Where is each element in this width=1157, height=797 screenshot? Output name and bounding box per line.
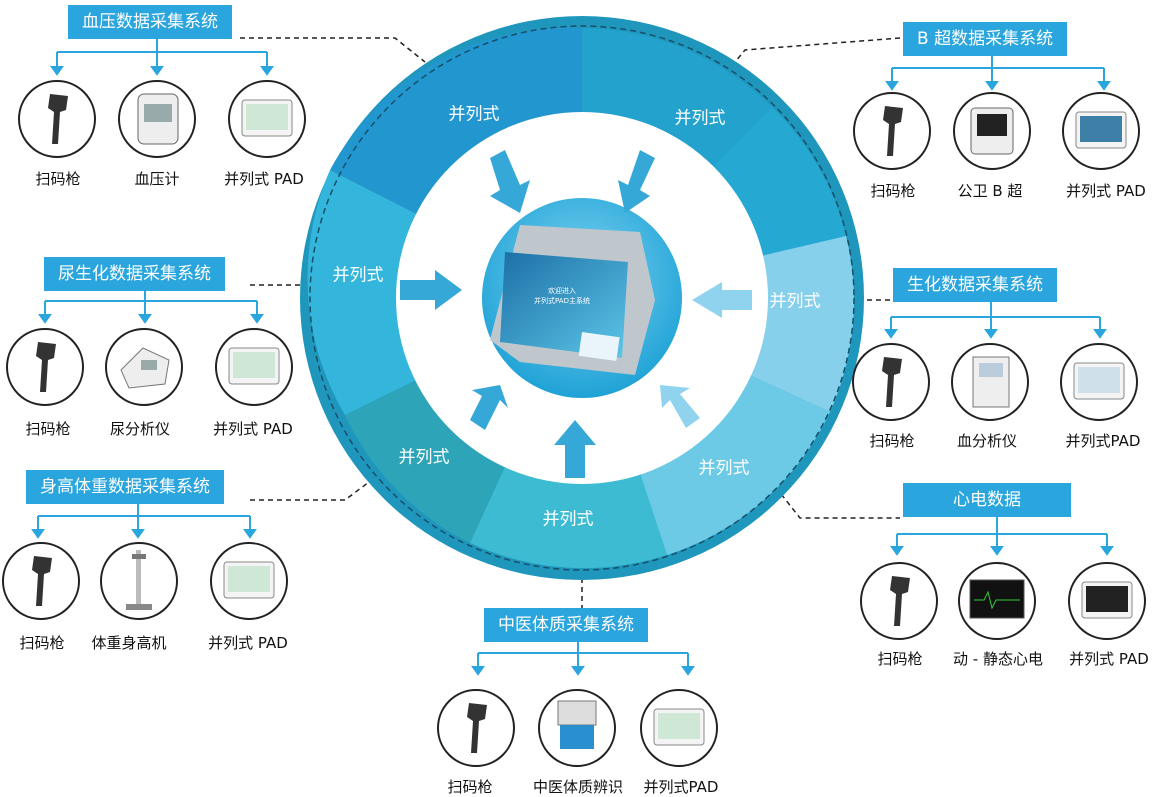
ecg-monitor-icon — [958, 562, 1036, 640]
barcode-scanner-icon — [6, 328, 84, 406]
ring-label-right: 并列式 — [769, 291, 821, 312]
barcode-scanner-icon — [852, 343, 930, 421]
barcode-scanner-icon — [860, 562, 938, 640]
barcode-scanner-icon — [437, 689, 515, 767]
ecg-device-label-2: 动 - 静态心电 — [953, 650, 1043, 668]
bp-branch-lines — [50, 37, 274, 76]
tcm-branch-lines — [471, 640, 695, 676]
barcode-scanner-icon — [853, 92, 931, 170]
bus-system-title: B 超数据采集系统 — [903, 22, 1068, 56]
ring-dashed-border — [309, 25, 855, 571]
bio-device-label-2: 血分析仪 — [956, 432, 1018, 450]
bus-device-label-3: 并列式 PAD — [1066, 182, 1146, 200]
ecg-device-label-1: 扫码枪 — [877, 650, 923, 668]
ring-label-bottom-left: 并列式 — [398, 447, 450, 468]
bus-branch-lines — [885, 54, 1111, 91]
arrow-right — [692, 282, 752, 318]
svg-text:欢迎进入: 欢迎进入 — [548, 286, 576, 295]
inflow-arrows — [400, 150, 752, 478]
urine-device-label-3: 并列式 PAD — [213, 420, 293, 438]
bio-device-label-3: 并列式PAD — [1065, 432, 1141, 450]
bio-device-label-1: 扫码枪 — [869, 432, 915, 450]
ecg-branch-lines — [890, 515, 1114, 556]
barcode-scanner-icon — [2, 542, 80, 620]
leader-bus — [734, 37, 901, 63]
pad-icon — [215, 328, 293, 406]
arrow-left — [400, 270, 462, 310]
urine-device-label-1: 扫码枪 — [25, 420, 71, 438]
body-branch-lines — [31, 502, 257, 539]
leader-bp — [240, 37, 426, 63]
arrow-bottomleft — [470, 385, 508, 430]
arrow-topright — [618, 150, 655, 213]
urine-branch-lines — [38, 289, 264, 324]
urine-device-label-2: 尿分析仪 — [109, 420, 171, 438]
blood-pressure-meter-icon — [118, 80, 196, 158]
tcm-system-title: 中医体质采集系统 — [484, 608, 648, 642]
ring-label-left: 并列式 — [332, 265, 384, 286]
pad-icon — [228, 80, 306, 158]
bus-device-label-2: 公卫 B 超 — [957, 182, 1023, 200]
ring-label-top-left: 并列式 — [448, 104, 500, 125]
pad-icon — [1062, 92, 1140, 170]
bp-device-label-2: 血压计 — [134, 170, 180, 188]
tcm-device-label-3: 并列式PAD — [643, 778, 719, 796]
bp-system-title: 血压数据采集系统 — [68, 5, 232, 39]
ring-label-bottom: 并列式 — [542, 509, 594, 530]
ring-label-top-right: 并列式 — [674, 108, 726, 129]
svg-text:并列式PAD主系统: 并列式PAD主系统 — [534, 296, 590, 305]
ring-label-bottom-right: 并列式 — [698, 458, 750, 479]
pad-icon — [640, 689, 718, 767]
bus-device-label-1: 扫码枪 — [870, 182, 916, 200]
bio-branch-lines — [884, 300, 1107, 339]
ecg-system-title: 心电数据 — [903, 483, 1071, 517]
tablet-device: 欢迎进入 并列式PAD主系统 — [490, 225, 655, 375]
body-system-title: 身高体重数据采集系统 — [26, 470, 224, 504]
blood-analyzer-icon — [951, 343, 1029, 421]
bp-device-label-3: 并列式 PAD — [224, 170, 304, 188]
leader-ecg — [769, 479, 900, 519]
tcm-identifier-icon — [538, 689, 616, 767]
ultrasound-machine-icon — [953, 92, 1031, 170]
urine-analyzer-icon — [105, 328, 183, 406]
tcm-device-label-2: 中医体质辨识 — [532, 778, 624, 796]
bp-device-label-1: 扫码枪 — [35, 170, 81, 188]
pad-icon — [1068, 562, 1146, 640]
tcm-device-label-1: 扫码枪 — [447, 778, 493, 796]
height-weight-scale-icon — [100, 542, 178, 620]
bio-system-title: 生化数据采集系统 — [893, 268, 1057, 302]
body-device-label-1: 扫码枪 — [19, 634, 65, 652]
pad-icon — [210, 542, 288, 620]
ecg-device-label-3: 并列式 PAD — [1069, 650, 1149, 668]
barcode-scanner-icon — [18, 80, 96, 158]
arrow-bottomright — [660, 385, 700, 428]
body-device-label-3: 并列式 PAD — [208, 634, 288, 652]
pad-icon — [1060, 343, 1138, 421]
arrow-bottom — [554, 420, 596, 478]
urine-system-title: 尿生化数据采集系统 — [44, 257, 225, 291]
arrow-topleft — [490, 150, 530, 213]
body-device-label-2: 体重身高机 — [91, 634, 167, 652]
